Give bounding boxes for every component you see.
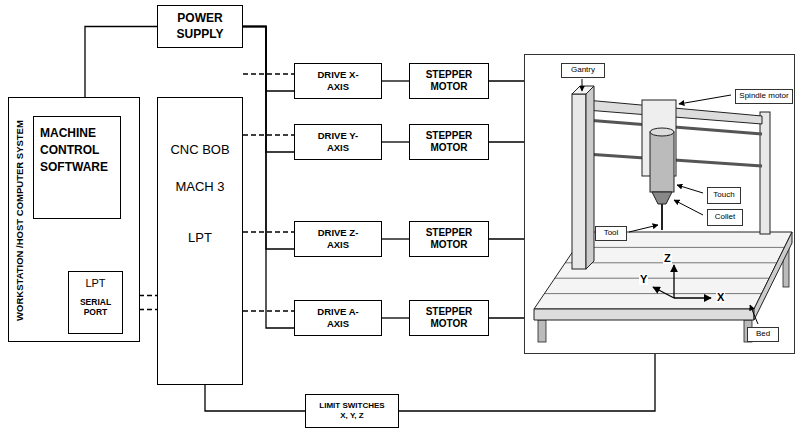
router-gantry	[572, 86, 770, 269]
software-box: MACHINE CONTROL SOFTWARE	[33, 116, 121, 219]
axis-label: DRIVE X-AXIS	[315, 69, 361, 93]
callout-box: Collet	[707, 209, 743, 226]
axis-label: DRIVE A-AXIS	[315, 306, 361, 330]
board-label: LPT	[188, 230, 212, 245]
callout-label: Gantry	[571, 66, 595, 75]
wire-line	[489, 238, 524, 239]
motor-label: STEPPER MOTOR	[420, 227, 478, 252]
driver-box: DRIVE Z-AXIS	[294, 221, 382, 257]
signal-line	[243, 310, 294, 311]
callout-box: Bed	[747, 327, 779, 342]
port-label: LPT	[85, 277, 105, 289]
wire-line	[243, 27, 294, 92]
wire-line	[243, 27, 294, 153]
stepper-motor-box: STEPPER MOTOR	[409, 124, 489, 160]
callout-label: Collet	[715, 213, 735, 222]
axis-letter: Y	[639, 274, 648, 285]
wire-line	[399, 354, 655, 411]
callout-label: Tool	[604, 229, 619, 238]
motor-label: STEPPER MOTOR	[420, 69, 478, 94]
axis-label: DRIVE Z-AXIS	[315, 227, 361, 251]
motor-label: STEPPER MOTOR	[420, 130, 478, 155]
driver-box: DRIVE X-AXIS	[294, 63, 382, 99]
wire-line	[85, 27, 157, 98]
stepper-motor-box: STEPPER MOTOR	[409, 300, 489, 336]
signal-line	[243, 134, 294, 135]
wire-line	[489, 141, 524, 142]
wire-line	[205, 385, 305, 411]
signal-line	[243, 231, 294, 232]
machine-frame: Z Y X GantrySpindle motorTouchColletToolBed	[524, 54, 795, 354]
wire-line	[243, 27, 294, 250]
breakout-board-box: CNC BOB MACH 3 LPT	[157, 97, 243, 385]
driver-box: DRIVE A-AXIS	[294, 300, 382, 336]
callout-label: Bed	[756, 330, 770, 339]
callout-label: Spindle motor	[739, 92, 788, 101]
wire-line	[382, 141, 409, 142]
stepper-motor-box: STEPPER MOTOR	[409, 221, 489, 257]
power-supply-box: POWER SUPPLY	[157, 5, 243, 48]
wire-line	[243, 27, 294, 329]
wire-line	[489, 317, 524, 318]
callout-box: Gantry	[561, 63, 605, 78]
box-label: LIMIT SWITCHES X, Y, Z	[316, 401, 388, 422]
stepper-motor-box: STEPPER MOTOR	[409, 63, 489, 99]
motor-label: STEPPER MOTOR	[420, 306, 478, 331]
box-label: MACHINE CONTROL SOFTWARE	[40, 125, 114, 175]
callout-box: Tool	[595, 226, 627, 241]
driver-box: DRIVE Y-AXIS	[294, 124, 382, 160]
wire-line	[382, 317, 409, 318]
limit-switch-box: LIMIT SWITCHES X, Y, Z	[305, 394, 399, 428]
wire-line	[382, 80, 409, 81]
wire-line	[489, 80, 524, 81]
board-label: MACH 3	[175, 179, 224, 194]
signal-line	[243, 73, 294, 74]
callout-box: Touch	[707, 187, 741, 204]
axis-label: DRIVE Y-AXIS	[315, 130, 361, 154]
host-computer-box: WORKSTATION /HOST COMPUTER SYSTEM MACHINE…	[8, 97, 140, 342]
system-label: WORKSTATION /HOST COMPUTER SYSTEM	[14, 103, 26, 338]
router-spindle	[642, 100, 676, 230]
router-drawing	[534, 79, 792, 342]
callout-label: Touch	[713, 191, 734, 200]
board-label: CNC BOB	[170, 142, 229, 157]
axis-letter: Z	[663, 253, 672, 264]
port-box: LPT SERIAL PORT	[68, 271, 123, 334]
callout-box: Spindle motor	[735, 89, 793, 104]
axis-letter: X	[716, 292, 725, 303]
leader-lines	[582, 79, 758, 324]
wire-line	[382, 238, 409, 239]
axis-arrows	[653, 265, 711, 298]
box-label: POWER SUPPLY	[162, 11, 238, 42]
port-label: SERIAL PORT	[73, 297, 118, 317]
